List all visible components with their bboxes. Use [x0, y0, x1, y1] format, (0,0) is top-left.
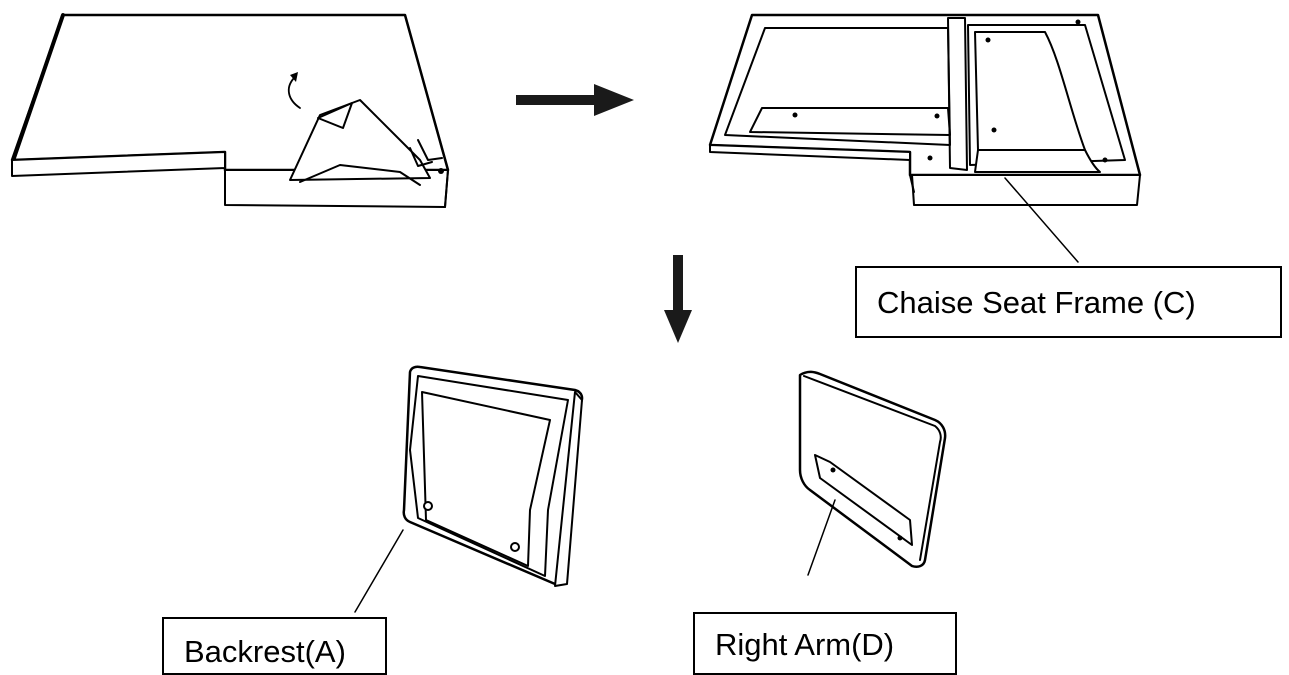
backrest-drawing — [354, 365, 584, 613]
arrow-down-icon — [664, 255, 692, 343]
right-arm-drawing — [798, 370, 947, 576]
chaise-seat-frame-label: Chaise Seat Frame (C) — [855, 266, 1282, 338]
backrest-label-text: Backrest(A) — [184, 633, 346, 669]
packaged-seat-frame — [10, 13, 450, 208]
right-arm-label-text: Right Arm(D) — [715, 627, 895, 662]
arrow-right-icon — [516, 84, 634, 116]
curved-arrow-icon — [287, 72, 301, 109]
chaise-seat-frame-drawing — [708, 13, 1142, 263]
chaise-seat-frame-label-text: Chaise Seat Frame (C) — [877, 284, 1196, 320]
backrest-label: Backrest(A) — [162, 617, 387, 675]
right-arm-label: Right Arm(D) — [693, 612, 957, 675]
